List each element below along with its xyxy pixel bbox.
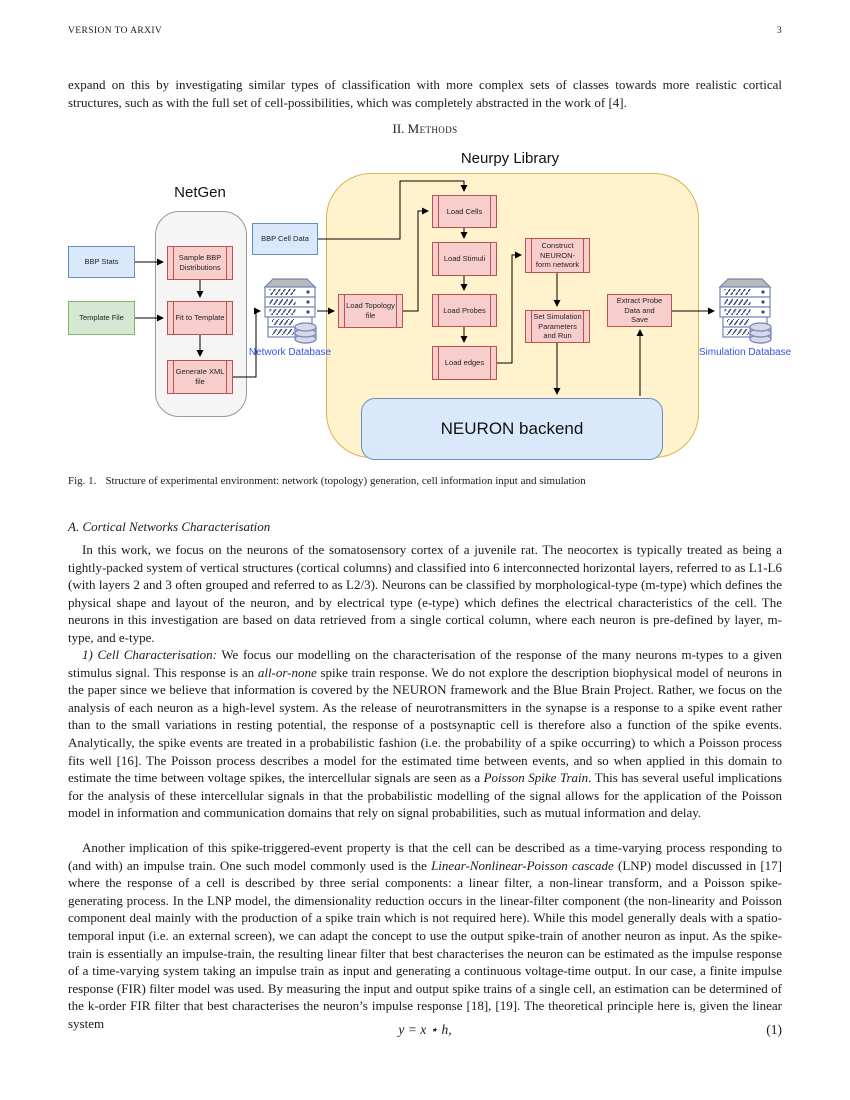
server-database-icon	[718, 278, 772, 344]
caption-label: Fig. 1.	[68, 475, 97, 487]
equation: y = x ⋆ h,	[398, 1022, 452, 1037]
neurpy-library-label: Neurpy Library	[460, 150, 560, 167]
intro-paragraph: expand on this by investigating similar …	[68, 77, 782, 110]
equation-row: y = x ⋆ h, (1)	[68, 1022, 782, 1038]
paragraph: In this work, we focus on the neurons of…	[68, 542, 782, 645]
section-numeral: II.	[392, 121, 405, 136]
figure-diagram: NetGen Neurpy Library	[60, 148, 791, 468]
node-load-edges: Load edges	[432, 346, 497, 380]
node-bbp-stats: BBP Stats	[68, 246, 135, 278]
section-title: Methods	[407, 121, 458, 136]
paragraph: Another implication of this spike-trigge…	[68, 840, 782, 1031]
node-extract-probe-data: Extract Probe Data and Save	[607, 294, 672, 327]
caption-text: Structure of experimental environment: n…	[105, 475, 586, 487]
node-load-topology-file: Load Topology file	[338, 294, 403, 328]
section-heading: II. Methods	[68, 121, 782, 137]
node-sample-bbp-distributions: Sample BBP Distributions	[167, 246, 233, 280]
header-left: VERSION TO ARXIV	[68, 26, 163, 36]
node-generate-xml-file: Generate XML file	[167, 360, 233, 394]
equation-number: (1)	[766, 1022, 782, 1037]
network-database-label: Network Database	[248, 347, 332, 358]
running-header: VERSION TO ARXIV 3	[68, 26, 782, 36]
node-bbp-cell-data: BBP Cell Data	[252, 223, 318, 255]
node-construct-neuron-form-network: Construct NEURON-form network	[525, 238, 590, 273]
node-set-simulation-parameters: Set Simulation Parameters and Run	[525, 310, 590, 343]
node-load-stimuli: Load Stimuli	[432, 242, 497, 276]
flow-arrows-icon	[135, 180, 715, 396]
node-template-file: Template File	[68, 301, 135, 335]
paragraph: 1) Cell Characterisation: We focus our m…	[68, 647, 782, 821]
netgen-label: NetGen	[174, 184, 226, 201]
node-neuron-backend: NEURON backend	[361, 398, 663, 460]
subsection-heading: A. Cortical Networks Characterisation	[68, 519, 271, 534]
page-number: 3	[776, 26, 782, 36]
node-load-cells: Load Cells	[432, 195, 497, 228]
simulation-database-label: Simulation Database	[698, 347, 792, 358]
node-load-probes: Load Probes	[432, 294, 497, 327]
figure-caption: Fig. 1. Structure of experimental environ…	[68, 474, 782, 488]
node-fit-to-template: Fit to Template	[167, 301, 233, 335]
server-database-icon	[263, 278, 317, 344]
